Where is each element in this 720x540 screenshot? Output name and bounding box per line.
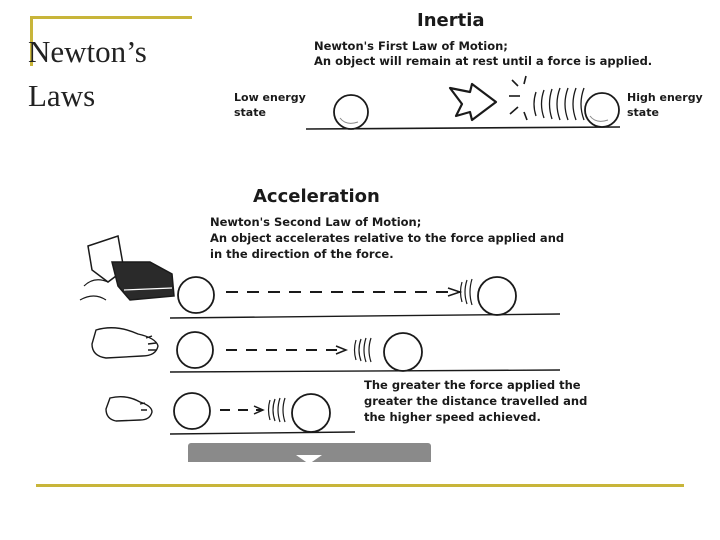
acceleration-law-text-1: An object accelerates relative to the fo… xyxy=(210,231,564,245)
row3-ground-line xyxy=(169,431,356,435)
row2-start-ball-icon xyxy=(176,331,214,369)
inertia-law-text: An object will remain at rest until a fo… xyxy=(314,54,652,68)
acceleration-law-name: Newton's Second Law of Motion; xyxy=(210,215,421,229)
row3-motion-lines xyxy=(267,397,286,423)
acceleration-note-2: greater the distance travelled and xyxy=(364,394,587,408)
force-arrow-icon xyxy=(448,82,498,122)
slide-title-line-1: Newton’s xyxy=(28,34,147,69)
high-energy-state-label: state xyxy=(627,106,659,119)
slide-title-line-2: Laws xyxy=(28,78,96,113)
row2-arrow-head-icon xyxy=(335,345,349,355)
row1-end-ball-icon xyxy=(477,276,517,316)
row3-end-ball-icon xyxy=(291,393,331,433)
inertia-law-name: Newton's First Law of Motion; xyxy=(314,39,508,53)
top-accent-rule xyxy=(30,16,192,19)
low-energy-label: Low energy xyxy=(234,91,306,104)
foot-icon-large xyxy=(91,327,159,359)
row2-motion-lines xyxy=(353,337,372,363)
inertia-motion-lines xyxy=(533,87,585,121)
bottom-accent-rule xyxy=(36,484,684,487)
media-control-bar[interactable] xyxy=(188,443,431,462)
resting-ball-icon xyxy=(333,94,369,130)
acceleration-note-1: The greater the force applied the xyxy=(364,378,581,392)
play-icon[interactable] xyxy=(296,455,322,464)
acceleration-law-text-2: in the direction of the force. xyxy=(210,247,394,261)
acceleration-title: Acceleration xyxy=(253,186,380,207)
boot-icon xyxy=(79,235,175,301)
left-accent-rule xyxy=(30,16,33,66)
row3-start-ball-icon xyxy=(173,392,211,430)
foot-icon-small xyxy=(105,395,153,422)
row1-arrow-head-icon xyxy=(447,287,463,297)
row1-ground-line xyxy=(169,313,561,319)
row2-ground-line xyxy=(169,369,561,373)
impact-burst-icon xyxy=(509,75,528,121)
inertia-panel: Inertia Newton's First Law of Motion; An… xyxy=(234,10,703,130)
row2-end-ball-icon xyxy=(383,332,423,372)
low-energy-state-label: state xyxy=(234,106,266,119)
acceleration-panel: Acceleration Newton's Second Law of Moti… xyxy=(79,186,587,435)
inertia-ground-line xyxy=(305,126,621,130)
high-energy-label: High energy xyxy=(627,91,703,104)
row3-arrow-head-icon xyxy=(253,405,265,415)
row1-start-ball-icon xyxy=(177,276,215,314)
inertia-title: Inertia xyxy=(417,10,485,31)
acceleration-note-3: the higher speed achieved. xyxy=(364,410,541,424)
moving-ball-icon xyxy=(584,92,620,128)
slide-title: Newton’s Laws xyxy=(28,30,218,118)
